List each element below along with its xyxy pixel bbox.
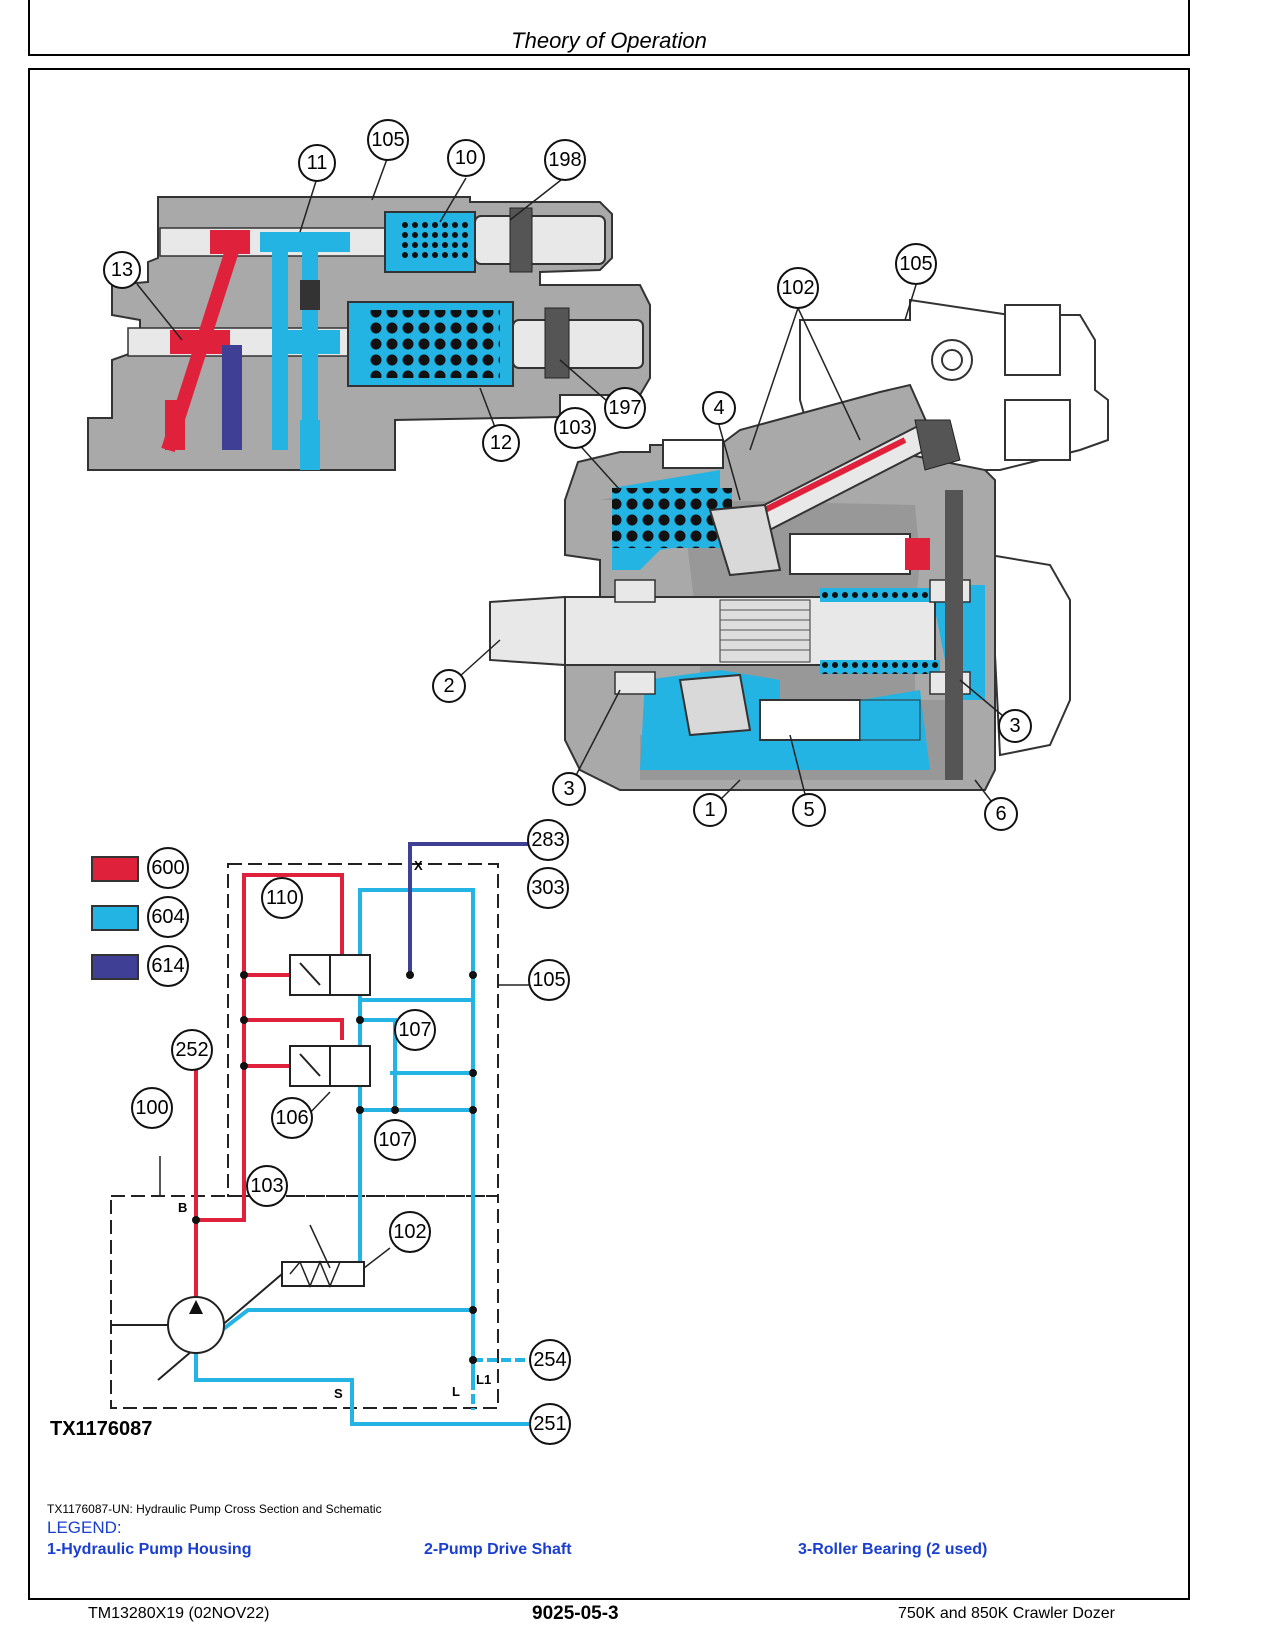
pump-section [489, 298, 1109, 791]
svg-text:105: 105 [899, 253, 932, 275]
callout-102-schematic: 102 [389, 1211, 431, 1253]
svg-text:197: 197 [608, 397, 641, 419]
legend-item-1: 1-Hydraulic Pump Housing [47, 1541, 252, 1558]
svg-text:12: 12 [490, 432, 512, 454]
svg-text:1: 1 [704, 799, 715, 821]
svg-text:252: 252 [175, 1039, 208, 1061]
page-header: Theory of Operation [28, 0, 1190, 56]
callout-5: 5 [792, 793, 826, 827]
swatch-614 [91, 954, 139, 980]
svg-text:198: 198 [548, 149, 581, 171]
footer-page-number: 9025-05-3 [532, 1603, 619, 1624]
svg-text:11: 11 [307, 152, 328, 174]
callout-197: 197 [604, 387, 646, 429]
callout-12: 12 [482, 424, 520, 462]
figure-id: TX1176087 [50, 1418, 153, 1440]
callout-107-lower: 107 [374, 1119, 416, 1161]
figure-frame [28, 68, 1190, 1600]
callout-6: 6 [984, 797, 1018, 831]
callout-11: 11 [298, 144, 336, 182]
footer-machine-model: 750K and 850K Crawler Dozer [898, 1605, 1116, 1622]
svg-text:3: 3 [1009, 715, 1020, 737]
callout-105-pump: 105 [895, 243, 937, 285]
svg-text:4: 4 [713, 397, 724, 419]
figure-caption: TX1176087-UN: Hydraulic Pump Cross Secti… [47, 1502, 382, 1516]
port-label-s: S [334, 1386, 343, 1401]
callout-604: 604 [147, 896, 189, 938]
port-label-x: X [414, 858, 423, 873]
swatch-600 [91, 856, 139, 882]
svg-text:614: 614 [151, 955, 184, 977]
callout-254: 254 [529, 1339, 571, 1381]
callout-106: 106 [271, 1097, 313, 1139]
callout-4: 4 [702, 391, 736, 425]
callout-103-schematic: 103 [246, 1165, 288, 1207]
svg-text:6: 6 [995, 803, 1006, 825]
callout-600: 600 [147, 847, 189, 889]
svg-text:2: 2 [443, 675, 454, 697]
svg-text:107: 107 [378, 1129, 411, 1151]
callouts: 1 2 3 3 4 5 6 10 11 12 13 100 102 102 10… [103, 119, 1032, 1445]
hydraulic-schematic [110, 842, 536, 1426]
svg-text:600: 600 [151, 857, 184, 879]
svg-text:604: 604 [151, 906, 184, 928]
callout-2: 2 [432, 669, 466, 703]
callout-105-valve: 105 [367, 119, 409, 161]
svg-text:13: 13 [111, 259, 133, 281]
callout-1: 1 [693, 793, 727, 827]
callout-3b: 3 [998, 709, 1032, 743]
callout-110: 110 [261, 877, 303, 919]
footer-manual-id: TM13280X19 (02NOV22) [88, 1605, 270, 1622]
svg-text:102: 102 [393, 1221, 426, 1243]
callout-303: 303 [527, 867, 569, 909]
svg-text:105: 105 [532, 969, 565, 991]
port-label-b: B [178, 1200, 187, 1215]
callout-251: 251 [529, 1403, 571, 1445]
callout-13: 13 [103, 251, 141, 289]
port-label-l: L [452, 1384, 460, 1399]
svg-text:102: 102 [781, 277, 814, 299]
svg-text:100: 100 [135, 1097, 168, 1119]
svg-text:283: 283 [531, 829, 564, 851]
callout-198: 198 [544, 139, 586, 181]
port-label-l1: L1 [476, 1372, 491, 1387]
callout-103-section: 103 [554, 407, 596, 449]
svg-text:10: 10 [455, 147, 477, 169]
callout-102-section: 102 [777, 267, 819, 309]
callout-283: 283 [527, 819, 569, 861]
svg-text:303: 303 [531, 877, 564, 899]
svg-text:251: 251 [533, 1413, 566, 1435]
page-title: Theory of Operation [511, 28, 707, 53]
legend-item-3: 3-Roller Bearing (2 used) [798, 1541, 988, 1558]
svg-text:3: 3 [563, 778, 574, 800]
legend-item-2: 2-Pump Drive Shaft [424, 1541, 572, 1558]
callout-252: 252 [171, 1029, 213, 1071]
callout-614: 614 [147, 945, 189, 987]
callout-100: 100 [131, 1087, 173, 1129]
callout-107-upper: 107 [394, 1009, 436, 1051]
control-valve-section [87, 196, 651, 471]
callout-105-schematic: 105 [528, 959, 570, 1001]
schematic-letters: X B S L L1 [178, 858, 491, 1401]
svg-text:106: 106 [275, 1107, 308, 1129]
svg-text:107: 107 [398, 1019, 431, 1041]
legend-title: LEGEND: [47, 1518, 122, 1537]
swatch-604 [91, 905, 139, 931]
callout-10: 10 [447, 139, 485, 177]
svg-text:103: 103 [250, 1175, 283, 1197]
callout-3a: 3 [552, 772, 586, 806]
svg-text:5: 5 [803, 799, 814, 821]
svg-text:103: 103 [558, 417, 591, 439]
svg-text:110: 110 [266, 887, 298, 909]
svg-text:254: 254 [533, 1349, 566, 1371]
color-key [91, 856, 139, 980]
svg-text:105: 105 [371, 129, 404, 151]
